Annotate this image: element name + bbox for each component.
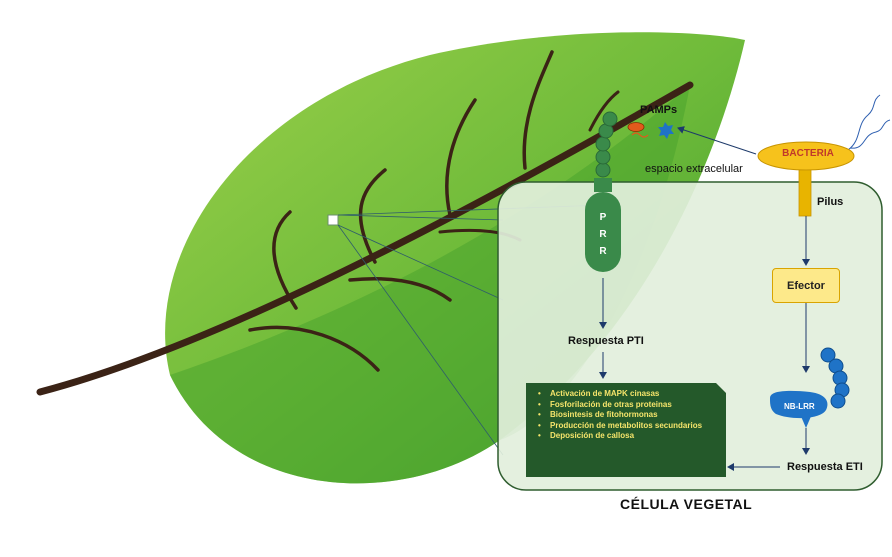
bacteria-label: BACTERIA [782, 148, 834, 159]
pti-response-label: Respuesta PTI [568, 335, 644, 347]
pti-output-item: Deposición de callosa [538, 431, 718, 441]
prr-receptor [585, 111, 621, 272]
prr-letter-r2: R [599, 246, 607, 257]
bacteria-icon [757, 94, 891, 217]
zoom-marker [327, 214, 339, 226]
bacteria-to-pamps-arrow [677, 126, 757, 155]
pti-output-item: Fosforilación de otras proteinas [538, 400, 718, 410]
prr-letter-p: P [599, 212, 607, 223]
pti-outputs-list: Activación de MAPK cinasas Fosforilación… [526, 383, 726, 477]
effector-box: Efector [772, 268, 840, 303]
pti-output-item: Biosintesis de fitohormonas [538, 410, 718, 420]
prr-letter-r1: R [599, 229, 607, 240]
pamp-blue-icon [658, 122, 674, 139]
nb-lrr-label: NB-LRR [784, 402, 815, 411]
nb-lrr-receptor [770, 347, 850, 428]
pti-output-item: Activación de MAPK cinasas [538, 389, 718, 399]
pamps-label: PAMPs [640, 104, 678, 116]
extracellular-space-label: espacio extracelular [645, 163, 743, 175]
pamp-red-icon [627, 122, 649, 138]
pti-output-item: Producción de metabolitos secundarios [538, 421, 718, 431]
pilus-label: Pilus [817, 196, 844, 208]
cell-title: CÉLULA VEGETAL [620, 496, 753, 512]
eti-response-label: Respuesta ETI [787, 461, 863, 473]
